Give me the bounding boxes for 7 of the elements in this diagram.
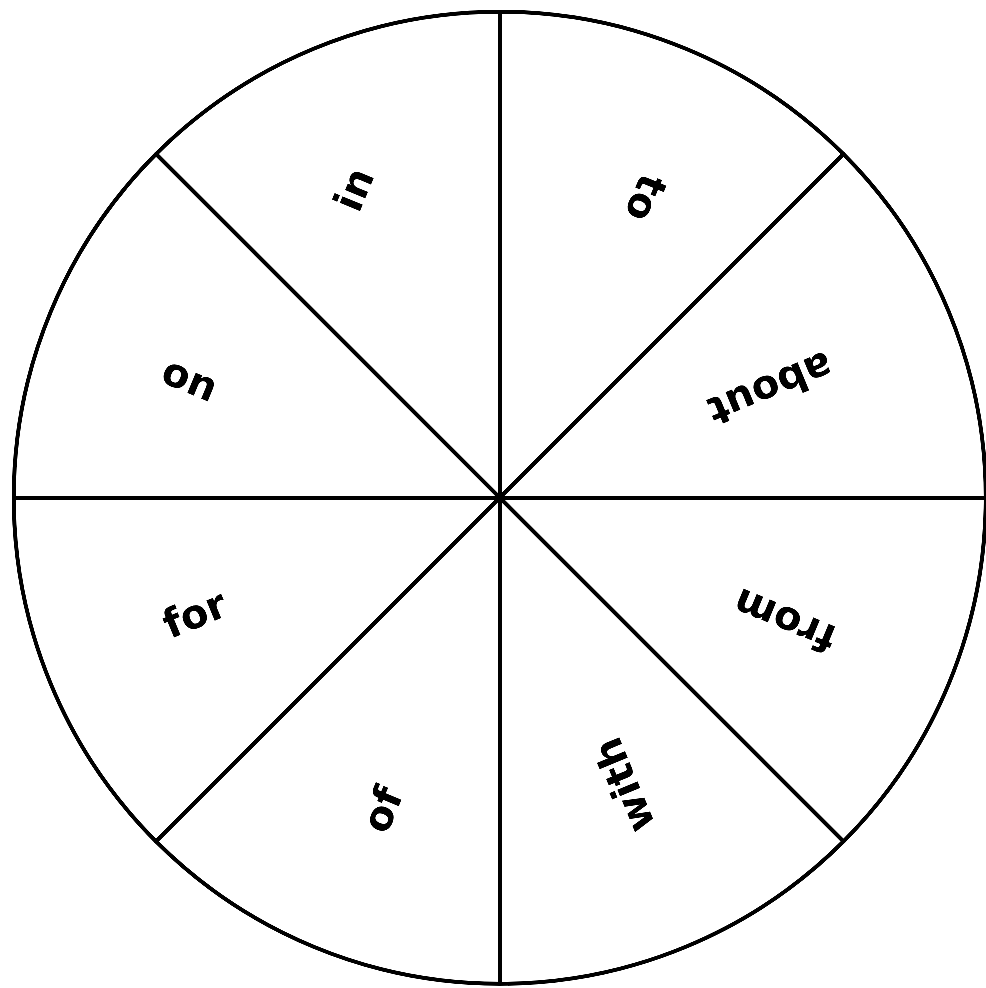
sector-word: of	[356, 782, 410, 838]
sector-word: from	[728, 581, 842, 659]
sector-word: with	[588, 732, 662, 838]
sector-word: for	[157, 584, 232, 646]
sector-word: in	[328, 162, 382, 218]
sector-word: to	[617, 168, 672, 228]
sector-word: on	[156, 350, 224, 410]
